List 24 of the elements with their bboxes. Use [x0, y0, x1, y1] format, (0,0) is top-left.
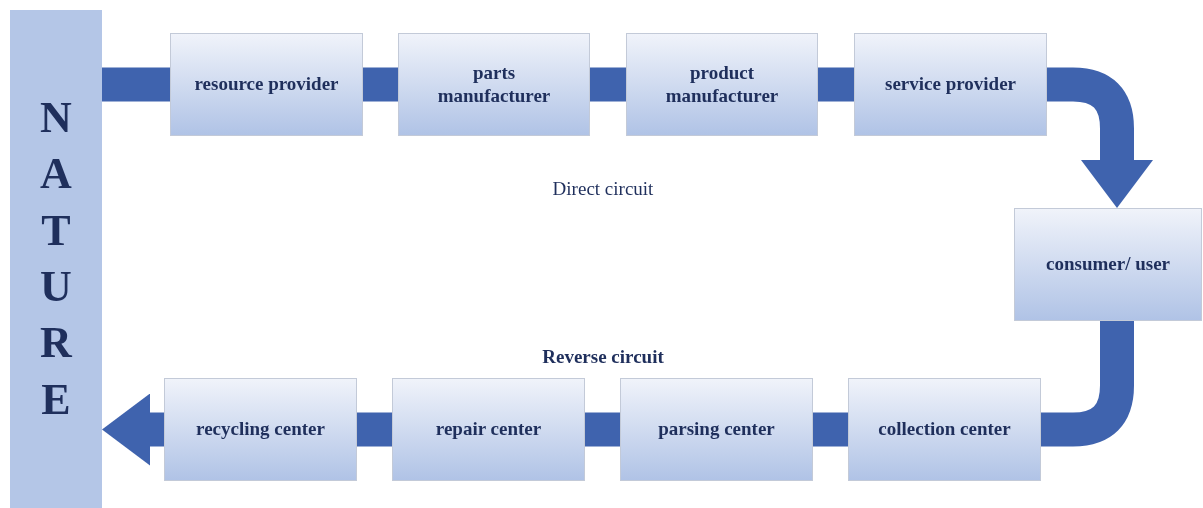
- flow-arrow: [102, 393, 164, 466]
- box-label: repair center: [435, 418, 542, 441]
- box-label: consumer/ user: [1046, 253, 1170, 276]
- process-box: [626, 33, 818, 136]
- box-label: product manufacturer: [664, 61, 780, 108]
- process-box: [848, 378, 1041, 481]
- circuit-label: Direct circuit: [552, 178, 654, 200]
- box-label: parts manufacturer: [436, 61, 552, 108]
- process-box: [398, 33, 590, 136]
- process-box: [164, 378, 357, 481]
- box-label: collection center: [878, 418, 1011, 441]
- box-label: parsing center: [658, 418, 775, 441]
- process-box: [854, 33, 1047, 136]
- process-box: [170, 33, 363, 136]
- box-label: resource provider: [194, 73, 339, 96]
- flow-arrow: [1047, 67, 1153, 208]
- process-box: [392, 378, 585, 481]
- nature-band: [10, 10, 102, 508]
- box-label: service provider: [885, 73, 1016, 96]
- process-box: [620, 378, 813, 481]
- box-label: recycling center: [196, 418, 325, 441]
- vertical-title: NATURE: [39, 92, 74, 426]
- circuit-label: Reverse circuit: [542, 346, 664, 368]
- process-box: [1014, 208, 1202, 321]
